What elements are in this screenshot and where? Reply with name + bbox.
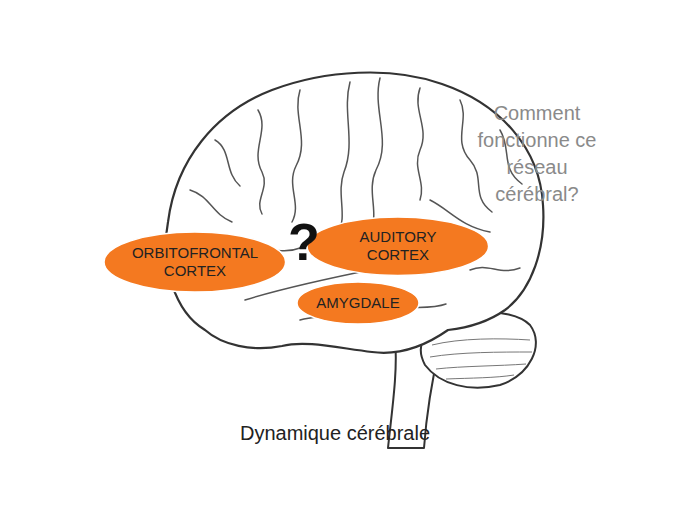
caption: Dynamique cérébrale bbox=[185, 420, 485, 446]
region-ellipse bbox=[307, 217, 489, 275]
region-ellipse bbox=[297, 282, 419, 324]
cerebellum-folds bbox=[430, 339, 532, 379]
region-label: AMYGDALE bbox=[316, 294, 399, 312]
question-mark: ? bbox=[276, 214, 332, 270]
region-label: AUDITORY CORTEX bbox=[333, 228, 463, 264]
region-ellipse bbox=[104, 232, 286, 292]
cerebrum-outline bbox=[166, 73, 544, 353]
brain-region: ORBITOFRONTAL CORTEX bbox=[103, 231, 287, 293]
region-label: ORBITOFRONTAL CORTEX bbox=[130, 244, 260, 280]
question-note: Comment fonctionne ce réseau cérébral? bbox=[462, 100, 612, 208]
brain-region: AUDITORY CORTEX bbox=[306, 216, 490, 276]
brain-region: AMYGDALE bbox=[296, 281, 420, 325]
